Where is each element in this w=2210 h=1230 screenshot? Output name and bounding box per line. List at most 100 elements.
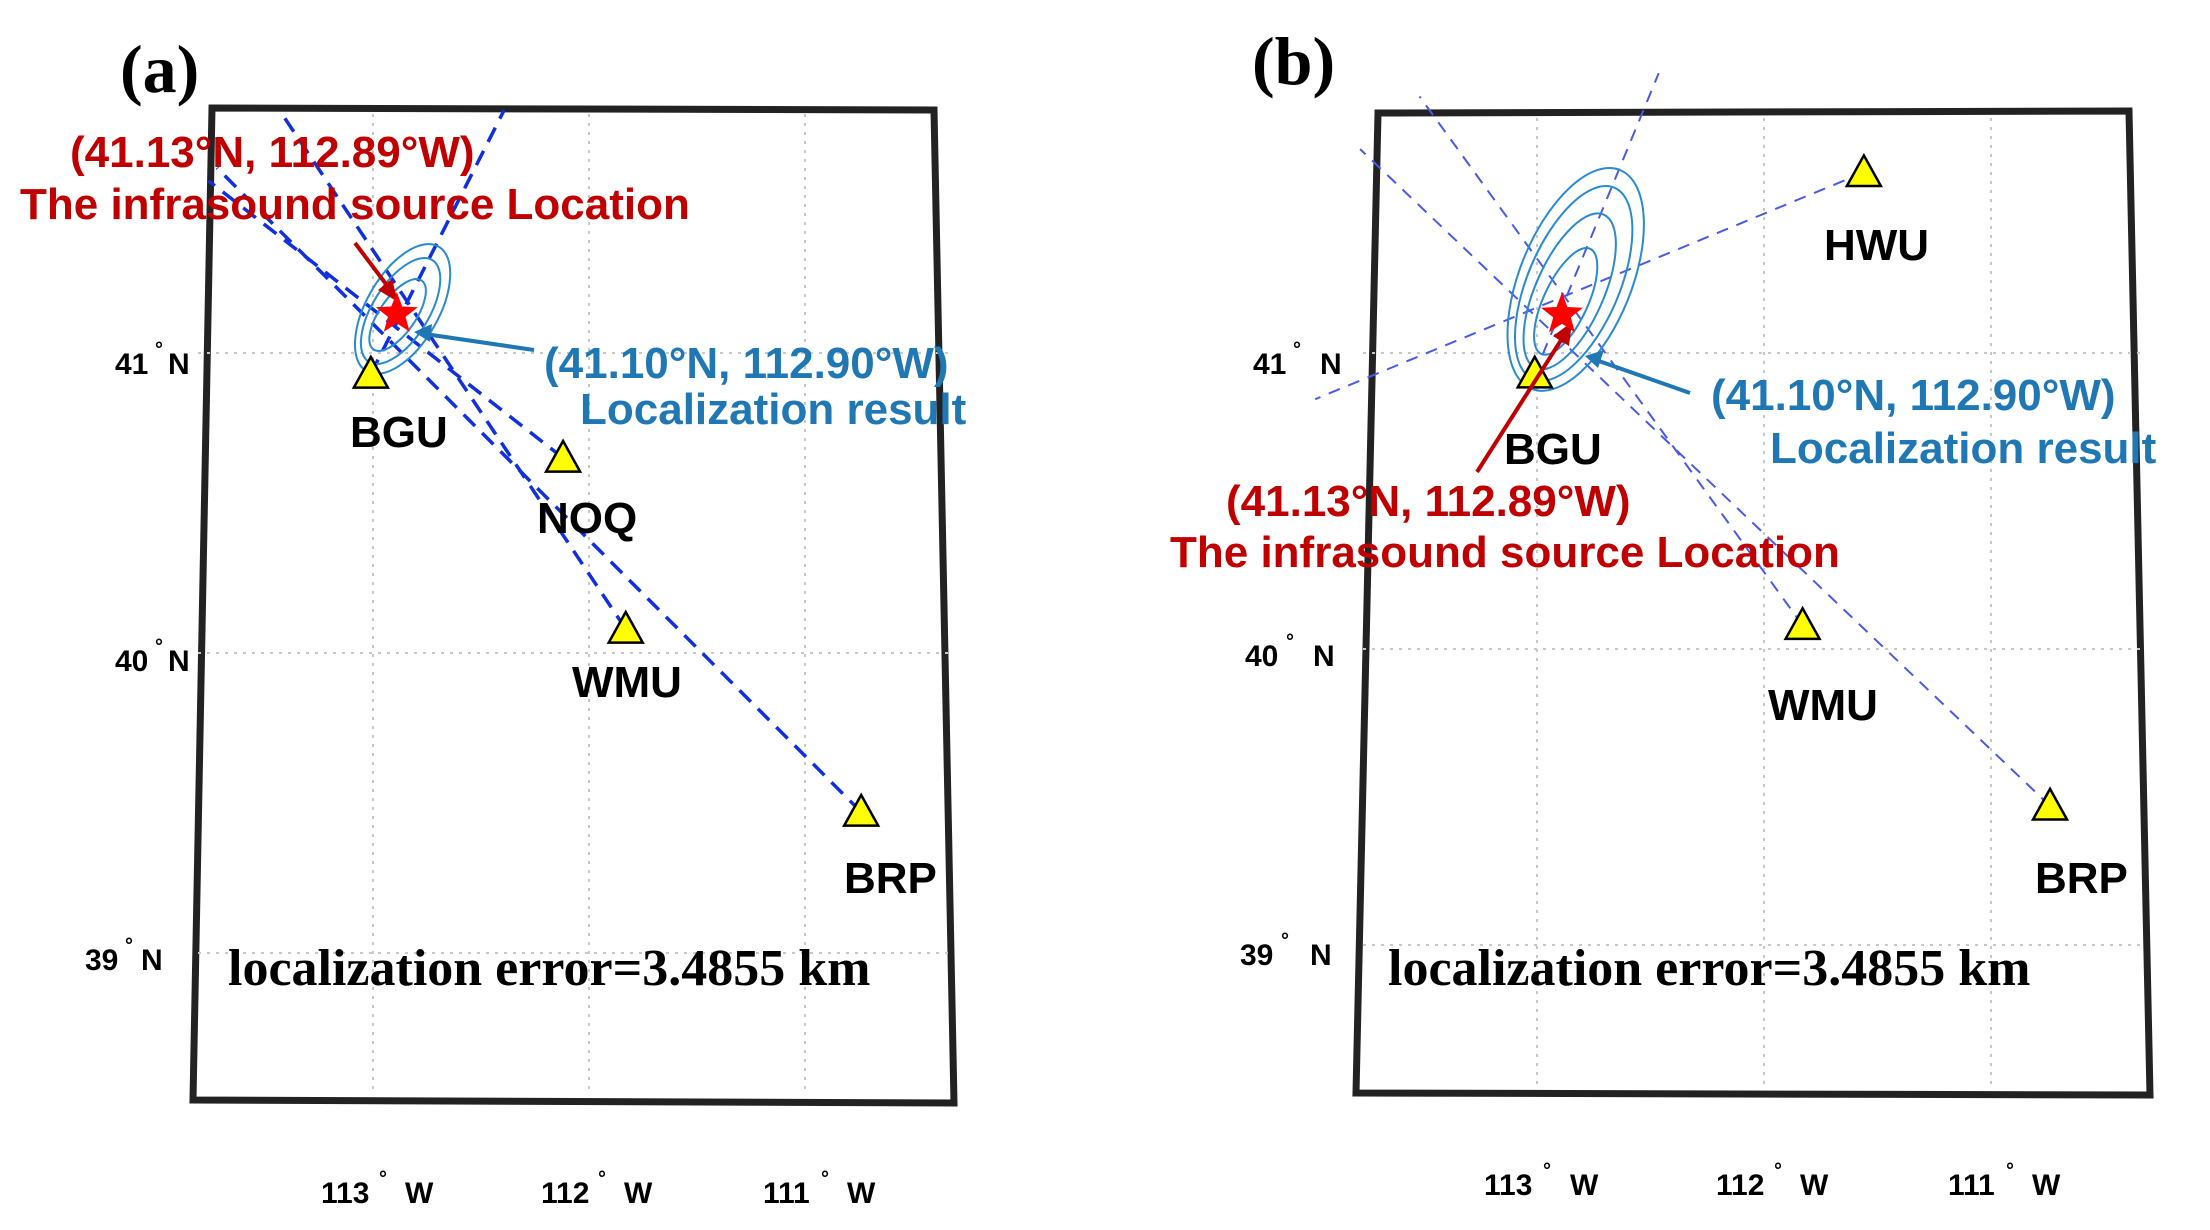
contour-3 bbox=[1506, 166, 1645, 392]
lon-tick-113-b: 113 ° W bbox=[1484, 1160, 1599, 1202]
degree-symbol: ° bbox=[2006, 1160, 2014, 1182]
degree-symbol: ° bbox=[1281, 930, 1289, 952]
result-coords-a: (41.10°N, 112.90°W) bbox=[544, 339, 949, 388]
likelihood-contours-b bbox=[1506, 166, 1645, 392]
station-label-bgu-b: BGU bbox=[1504, 425, 1602, 474]
error-text-a: localization error=3.4855 km bbox=[228, 940, 870, 997]
lat-tick-unit: N bbox=[141, 944, 163, 977]
station-marker-bgu bbox=[351, 354, 390, 389]
error-text-b: localization error=3.4855 km bbox=[1388, 940, 2030, 997]
lat-tick-number: 39 bbox=[1240, 939, 1273, 972]
lat-tick-40-a: 40 ° N bbox=[115, 636, 190, 678]
result-coords-b: (41.10°N, 112.90°W) bbox=[1711, 371, 2116, 420]
source-label-b: The infrasound source Location bbox=[1170, 528, 1840, 577]
degree-symbol: ° bbox=[1543, 1160, 1551, 1182]
back-azimuth-line-brp bbox=[1359, 148, 2051, 807]
source-star-b bbox=[1541, 292, 1583, 333]
contour-0 bbox=[1533, 247, 1599, 356]
panel-label-a: (a) bbox=[120, 31, 199, 107]
source-star-a bbox=[375, 292, 418, 332]
station-marker-brp bbox=[2030, 786, 2070, 821]
contour-0 bbox=[368, 278, 427, 352]
lon-tick-unit: W bbox=[1570, 1169, 1599, 1202]
source-coords-b: (41.13°N, 112.89°W) bbox=[1226, 477, 1631, 526]
degree-symbol: ° bbox=[821, 1168, 829, 1190]
lon-tick-unit: W bbox=[847, 1177, 876, 1210]
result-label-a: Localization result bbox=[580, 385, 967, 434]
source-coords-a: (41.13°N, 112.89°W) bbox=[70, 128, 475, 177]
lon-tick-unit: W bbox=[1800, 1169, 1829, 1202]
station-marker-hwu bbox=[1844, 152, 1884, 188]
station-marker-bgu bbox=[1515, 354, 1554, 389]
back-azimuth-lines-a bbox=[207, 109, 863, 814]
station-label-hwu-b: HWU bbox=[1824, 221, 1929, 270]
source-arrow-b bbox=[1475, 322, 1572, 474]
lon-tick-number: 112 bbox=[541, 1177, 589, 1210]
degree-symbol: ° bbox=[125, 935, 133, 957]
station-marker-wmu bbox=[606, 609, 645, 644]
station-label-brp-a: BRP bbox=[844, 854, 937, 903]
star-marker bbox=[1541, 292, 1583, 333]
lat-tick-unit: N bbox=[1320, 348, 1342, 381]
lat-tick-number: 39 bbox=[85, 944, 118, 977]
degree-symbol: ° bbox=[155, 636, 163, 658]
back-azimuth-lines-b bbox=[1314, 72, 2051, 807]
star-marker bbox=[375, 292, 418, 332]
degree-symbol: ° bbox=[1293, 339, 1301, 361]
back-azimuth-line-noq bbox=[207, 179, 565, 460]
lat-tick-number: 41 bbox=[1253, 348, 1286, 381]
map-frame-b bbox=[1352, 107, 2154, 1099]
lat-tick-unit: N bbox=[1310, 939, 1332, 972]
back-azimuth-line-hwu bbox=[1314, 171, 1865, 401]
station-marker-brp bbox=[842, 792, 881, 827]
station-label-noq-a: NOQ bbox=[537, 494, 637, 543]
lon-tick-unit: W bbox=[2032, 1169, 2061, 1202]
lon-tick-111-b: 111 ° W bbox=[1948, 1160, 2061, 1202]
back-azimuth-line-wmu bbox=[1418, 95, 1804, 626]
graticule-b bbox=[1363, 118, 2143, 1088]
station-label-bgu-a: BGU bbox=[350, 408, 448, 457]
degree-symbol: ° bbox=[1774, 1160, 1782, 1182]
lat-tick-39-b: 39 ° N bbox=[1240, 930, 1332, 972]
panel-label-b: (b) bbox=[1252, 23, 1335, 99]
lat-tick-39-a: 39 ° N bbox=[85, 935, 163, 977]
panel-b: (b) 41 ° N 40 ° N 39 ° N 113 ° W 112 bbox=[1170, 23, 2157, 1202]
lat-tick-41-a: 41 ° N bbox=[115, 339, 190, 381]
lon-tick-number: 111 bbox=[763, 1177, 810, 1210]
panel-a: (a) 41 ° N 40 ° N 39 ° N 113 ° W 112 bbox=[20, 31, 967, 1210]
result-arrow-b bbox=[1585, 350, 1691, 395]
station-label-brp-b: BRP bbox=[2035, 854, 2128, 903]
lon-tick-number: 113 bbox=[321, 1177, 369, 1210]
lon-tick-112-a: 112 ° W bbox=[541, 1168, 653, 1210]
lon-tick-112-b: 112 ° W bbox=[1716, 1160, 1829, 1202]
degree-symbol: ° bbox=[598, 1168, 606, 1190]
result-arrow-a bbox=[414, 324, 535, 352]
back-azimuth-line-bgu bbox=[369, 109, 506, 375]
lon-tick-111-a: 111 ° W bbox=[763, 1168, 876, 1210]
lon-tick-113-a: 113 ° W bbox=[321, 1168, 434, 1210]
lat-tick-number: 40 bbox=[115, 645, 148, 678]
lat-tick-41-b: 41 ° N bbox=[1253, 339, 1342, 381]
station-marker-noq bbox=[543, 438, 583, 473]
lon-tick-number: 113 bbox=[1484, 1169, 1532, 1202]
lat-tick-number: 40 bbox=[1245, 640, 1278, 673]
lat-tick-40-b: 40 ° N bbox=[1245, 631, 1335, 673]
lat-tick-unit: N bbox=[168, 348, 190, 381]
station-marker-wmu bbox=[1783, 605, 1822, 641]
station-label-wmu-a: WMU bbox=[572, 658, 682, 707]
source-label-a: The infrasound source Location bbox=[20, 180, 690, 229]
lat-tick-unit: N bbox=[1313, 640, 1335, 673]
lon-tick-unit: W bbox=[624, 1177, 653, 1210]
map-frame-a bbox=[189, 104, 958, 1107]
back-azimuth-line-brp bbox=[215, 166, 863, 814]
degree-symbol: ° bbox=[1286, 631, 1294, 653]
source-arrow-a bbox=[353, 241, 398, 302]
result-label-b: Localization result bbox=[1770, 424, 2157, 473]
station-label-wmu-b: WMU bbox=[1768, 681, 1878, 730]
lon-tick-unit: W bbox=[405, 1177, 434, 1210]
lon-tick-number: 112 bbox=[1716, 1169, 1764, 1202]
lat-tick-number: 41 bbox=[115, 348, 148, 381]
degree-symbol: ° bbox=[155, 339, 163, 361]
lat-tick-unit: N bbox=[168, 645, 190, 678]
